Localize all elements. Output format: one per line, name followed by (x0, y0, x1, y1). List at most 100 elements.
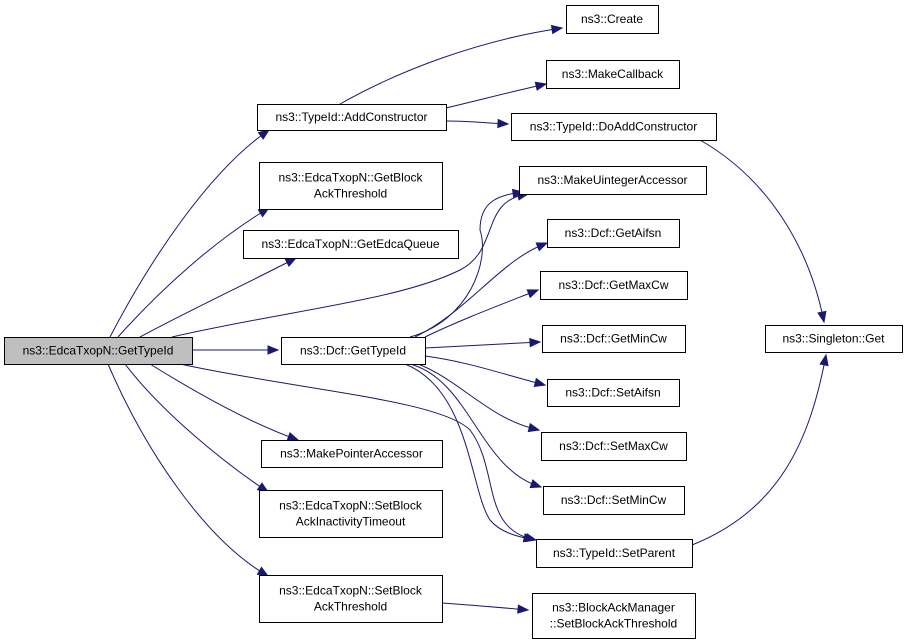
node-label: ns3::TypeId::SetParent (553, 546, 676, 560)
node-label: ns3::Dcf::SetAifsn (565, 386, 660, 400)
edge-do_add_constructor-to-singleton_get (699, 139, 825, 323)
edge-dcf_get_type_id-to-dcf_get_aifsn (414, 242, 548, 338)
call-edges (107, 24, 829, 614)
node-root[interactable]: ns3::EdcaTxopN::GetTypeId (4, 337, 193, 365)
arrow-dcf_get_type_id-to-dcf_set_max_cw (527, 422, 541, 433)
node-make-uinteger-accessor[interactable]: ns3::MakeUintegerAccessor (519, 166, 707, 195)
node-add-constructor[interactable]: ns3::TypeId::AddConstructor (257, 104, 447, 131)
node-create[interactable]: ns3::Create (566, 5, 659, 34)
node-box (540, 271, 688, 300)
node-box (257, 104, 447, 131)
node-box (243, 230, 459, 259)
node-label: ::SetBlockAckThreshold (550, 617, 677, 631)
call-nodes: ns3::EdcaTxopN::GetTypeId ns3::TypeId::Ad… (4, 5, 903, 639)
edge-root-to-get_block_ack_threshold (117, 207, 270, 338)
node-make-callback[interactable]: ns3::MakeCallback (546, 60, 680, 89)
node-box (547, 379, 680, 407)
arrow-add_constructor-to-do_add_constructor (497, 118, 510, 129)
node-label: ns3::Dcf::SetMinCw (561, 493, 667, 507)
arrow-root-to-set_block_ack_threshold (256, 566, 270, 577)
node-label: ns3::Singleton::Get (782, 332, 885, 346)
arrow-dcf_get_type_id-to-dcf_get_min_cw (529, 337, 542, 348)
node-box (519, 166, 707, 195)
node-label: ns3::BlockAckManager (552, 601, 675, 615)
node-box (541, 432, 687, 461)
node-label: ns3::Dcf::GetTypeId (300, 344, 406, 358)
node-box (542, 325, 686, 353)
node-box (511, 113, 717, 141)
arrow-add_constructor-to-create (550, 24, 564, 35)
node-box (261, 440, 443, 468)
node-set-block-ack-threshold[interactable]: ns3::EdcaTxopN::SetBlockAckThreshold (259, 575, 443, 623)
edge-root-to-get_edca_queue (139, 257, 297, 338)
edge-root-to-add_constructor (109, 129, 270, 338)
node-label: ns3::MakeCallback (562, 67, 664, 81)
edge-dcf_get_type_id-to-dcf_set_min_cw (409, 363, 542, 488)
node-label: ns3::TypeId::AddConstructor (275, 110, 427, 124)
node-box (259, 490, 443, 538)
node-dcf-get-max-cw[interactable]: ns3::Dcf::GetMaxCw (540, 271, 688, 300)
node-label: ns3::Dcf::GetMinCw (560, 332, 667, 346)
node-block-ack-manager-set-threshold[interactable]: ns3::BlockAckManager::SetBlockAckThresho… (532, 593, 696, 639)
node-dcf-set-min-cw[interactable]: ns3::Dcf::SetMinCw (543, 486, 685, 515)
node-label: ns3::EdcaTxopN::SetBlock (279, 584, 423, 598)
arrow-dcf_get_type_id-to-type_id_set_parent (522, 533, 536, 543)
edge-type_id_set_parent-to-singleton_get (691, 354, 827, 546)
edge-add_constructor-to-make_callback (445, 83, 547, 109)
node-label: AckThreshold (314, 600, 387, 614)
arrow-dcf_get_type_id-to-dcf_get_aifsn (535, 242, 549, 252)
edge-root-to-type_id_set_parent (179, 363, 537, 541)
node-type-id-set-parent[interactable]: ns3::TypeId::SetParent (536, 539, 693, 568)
edge-add_constructor-to-create (339, 27, 563, 105)
edge-dcf_get_type_id-to-dcf_set_max_cw (417, 363, 540, 431)
edge-dcf_get_type_id-to-type_id_set_parent (404, 363, 535, 541)
arrow-type_id_set_parent-to-singleton_get (819, 353, 829, 367)
edge-dcf_get_type_id-to-dcf_get_max_cw (424, 289, 539, 338)
node-set-block-ack-inactivity-timeout[interactable]: ns3::EdcaTxopN::SetBlockAckInactivityTim… (259, 490, 443, 538)
node-label: ns3::MakeUintegerAccessor (537, 173, 687, 187)
node-label: ns3::MakePointerAccessor (280, 447, 423, 461)
node-box (543, 486, 685, 515)
edge-dcf_get_type_id-to-dcf_set_aifsn (424, 355, 546, 386)
node-box (4, 337, 193, 365)
node-dcf-get-aifsn[interactable]: ns3::Dcf::GetAifsn (547, 219, 680, 248)
arrow-set_block_ack_threshold-to-block_ack_manager (517, 604, 530, 614)
arrow-dcf_get_type_id-to-dcf_set_aifsn (533, 377, 547, 387)
edge-root-to-make_pointer_accessor (149, 363, 299, 441)
node-box (532, 593, 696, 639)
node-box (536, 539, 693, 568)
node-label: ns3::Dcf::GetMaxCw (558, 278, 668, 292)
node-label: ns3::Create (581, 12, 643, 26)
node-box (547, 219, 680, 248)
node-label: AckInactivityTimeout (296, 515, 406, 529)
edge-root-to-make_uinteger_accessor (171, 193, 529, 338)
node-dcf-set-aifsn[interactable]: ns3::Dcf::SetAifsn (547, 379, 680, 407)
node-dcf-get-type-id[interactable]: ns3::Dcf::GetTypeId (281, 337, 426, 365)
node-label: ns3::Dcf::GetAifsn (565, 226, 662, 240)
node-dcf-get-min-cw[interactable]: ns3::Dcf::GetMinCw (542, 325, 686, 353)
node-do-add-constructor[interactable]: ns3::TypeId::DoAddConstructor (511, 113, 717, 141)
edge-root-to-set_block_ack_inactivity_timeout (124, 363, 269, 493)
node-dcf-set-max-cw[interactable]: ns3::Dcf::SetMaxCw (541, 432, 687, 461)
arrow-root-to-add_constructor (257, 129, 271, 140)
node-label: ns3::EdcaTxopN::SetBlock (279, 499, 423, 513)
node-box (259, 162, 443, 210)
node-label: AckThreshold (314, 187, 387, 201)
node-label: ns3::EdcaTxopN::GetTypeId (23, 344, 174, 358)
node-box (546, 60, 680, 89)
node-box (566, 5, 659, 34)
edge-root-to-set_block_ack_threshold (107, 363, 269, 577)
edge-dcf_get_type_id-to-dcf_get_min_cw (424, 341, 541, 349)
arrow-dcf_get_type_id-to-dcf_set_min_cw (529, 479, 543, 489)
node-make-pointer-accessor[interactable]: ns3::MakePointerAccessor (261, 440, 443, 468)
node-label: ns3::Dcf::SetMaxCw (559, 439, 668, 453)
arrow-do_add_constructor-to-singleton_get (817, 310, 827, 324)
edge-dcf_get_type_id-to-make_uinteger_accessor (409, 191, 524, 338)
edge-set_block_ack_threshold-to-block_ack_manager (441, 602, 529, 611)
node-label: ns3::EdcaTxopN::GetBlock (278, 171, 423, 185)
node-label: ns3::TypeId::DoAddConstructor (530, 120, 697, 134)
node-singleton-get[interactable]: ns3::Singleton::Get (765, 325, 903, 353)
node-get-edca-queue[interactable]: ns3::EdcaTxopN::GetEdcaQueue (243, 230, 459, 259)
